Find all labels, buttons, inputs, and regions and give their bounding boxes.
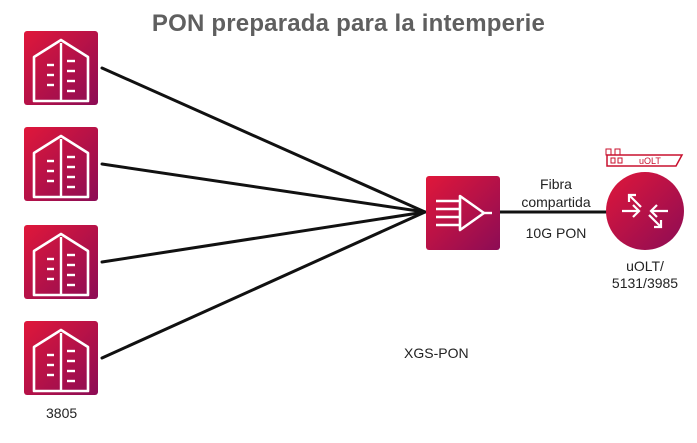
fiber-speed-label: 10G PON — [525, 225, 587, 241]
olt-module-icon: uOLT — [605, 148, 684, 167]
technology-label: XGS-PON — [404, 345, 469, 361]
olt-badge-label: uOLT — [639, 156, 661, 166]
ont-house-2[interactable] — [24, 127, 98, 201]
olt-label-line1: uOLT/ — [626, 258, 664, 274]
drop-line-4 — [100, 210, 427, 360]
fiber-label-line2: compartida — [521, 194, 591, 210]
splitter-icon — [426, 176, 500, 250]
router-icon — [606, 172, 684, 250]
ont-house-4[interactable] — [24, 321, 98, 395]
drop-line-1 — [100, 66, 427, 214]
splitter-node[interactable] — [426, 176, 500, 250]
ont-model-label: 3805 — [46, 405, 78, 421]
ont-house-3[interactable] — [24, 225, 98, 299]
olt-label-line2: 5131/3985 — [611, 275, 679, 291]
fiber-label-line1: Fibra — [540, 176, 572, 192]
page-title: PON preparada para la intemperie — [151, 10, 546, 37]
drop-line-2 — [100, 162, 427, 214]
drop-fiber-lines — [100, 66, 427, 360]
olt-router-node[interactable] — [606, 172, 684, 250]
drop-line-3 — [100, 210, 427, 264]
ont-house-1[interactable] — [24, 31, 98, 105]
